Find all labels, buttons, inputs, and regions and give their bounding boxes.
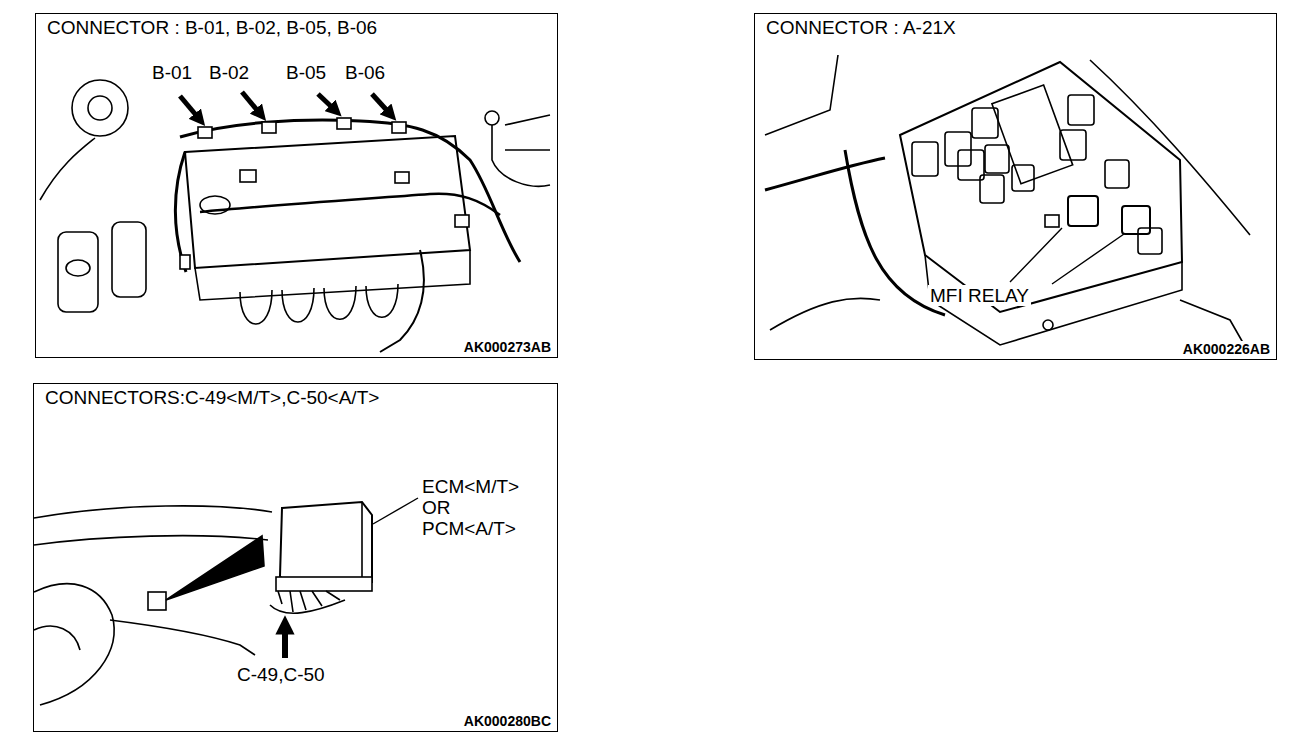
connector	[392, 122, 406, 133]
part-label: C-49,C-50	[235, 664, 327, 685]
fender-line	[40, 138, 95, 200]
dashboard-drawing	[34, 498, 418, 705]
module-connector	[276, 577, 372, 591]
intake-runner	[366, 284, 398, 317]
strut-mount	[88, 96, 112, 120]
connector-label: B-02	[207, 62, 251, 83]
wires	[270, 600, 345, 613]
connector-label: B-06	[343, 62, 387, 83]
hose	[492, 125, 550, 186]
hood-line	[765, 55, 838, 135]
relay	[985, 145, 1009, 173]
relay	[1012, 165, 1034, 191]
connector-label: B-05	[284, 62, 328, 83]
cable	[770, 298, 880, 330]
connector	[180, 255, 190, 269]
reservoir	[58, 232, 98, 312]
bolt	[1043, 320, 1053, 330]
steering-wheel	[34, 584, 114, 705]
pointer-arrows	[180, 92, 392, 121]
connector	[337, 118, 351, 129]
figure-code: AK000273AB	[462, 339, 553, 355]
control-module	[280, 502, 372, 586]
connector-label: B-01	[150, 62, 194, 83]
control-module-edge	[362, 502, 372, 582]
connector	[262, 122, 276, 133]
reservoir	[112, 222, 146, 297]
relay	[980, 175, 1004, 203]
relay-box	[900, 62, 1182, 312]
steering-wheel	[34, 626, 80, 650]
cable	[765, 158, 885, 190]
hose-fitting	[485, 111, 499, 125]
figure-panel: CONNECTOR : A-21X AK000226AB	[754, 13, 1277, 360]
wiring-harness	[175, 152, 186, 272]
connector	[395, 172, 409, 183]
location-mark	[148, 592, 166, 610]
pointer-arrow	[242, 92, 262, 116]
part-label: MFI RELAY	[928, 285, 1031, 306]
part-label: ECM<M/T> OR PCM<A/T>	[420, 476, 532, 539]
pointer-arrow	[282, 623, 288, 658]
relay	[972, 108, 998, 138]
panel-title: CONNECTOR : A-21X	[763, 17, 959, 39]
wiring-harness	[180, 120, 520, 262]
panel-title: CONNECTOR : B-01, B-02, B-05, B-06	[44, 17, 380, 39]
connector	[240, 170, 256, 182]
relay-box-drawing	[765, 55, 1250, 355]
wiring-harness	[380, 250, 424, 352]
dashboard-line	[110, 620, 255, 655]
leader-line	[373, 498, 418, 524]
relay	[1138, 228, 1162, 254]
location-wedge	[166, 536, 264, 600]
strut-tower	[72, 80, 128, 136]
leader-line	[1010, 228, 1124, 284]
panel-title: CONNECTORS:C-49<M/T>,C-50<A/T>	[42, 387, 382, 409]
connector	[198, 127, 212, 138]
intake-runner	[282, 288, 314, 322]
fender-line	[1090, 60, 1250, 235]
pointer-arrow	[372, 94, 392, 116]
engine-drawing	[40, 80, 550, 352]
mfi-relay	[1122, 206, 1150, 234]
socket	[1045, 215, 1059, 227]
bracket-line	[505, 115, 550, 150]
figure-code: AK000280BC	[462, 713, 553, 729]
intake-runner	[240, 290, 272, 324]
reservoir-cap	[66, 260, 90, 276]
relay	[1068, 95, 1094, 125]
wiring-harness	[200, 194, 500, 215]
dashboard-line	[34, 506, 272, 518]
pointer-arrow	[318, 94, 337, 112]
pointer-arrow	[180, 96, 201, 121]
relay	[1060, 130, 1086, 160]
wires	[278, 591, 340, 612]
connector	[455, 215, 469, 227]
figure-code: AK000226AB	[1181, 341, 1272, 357]
relay-box-side	[925, 255, 1182, 345]
dashboard-line	[34, 536, 268, 545]
relay	[1105, 160, 1129, 188]
relay	[912, 142, 938, 176]
mfi-relay	[1068, 196, 1098, 226]
cylinder-head	[195, 250, 470, 300]
intake-runner	[324, 286, 356, 319]
